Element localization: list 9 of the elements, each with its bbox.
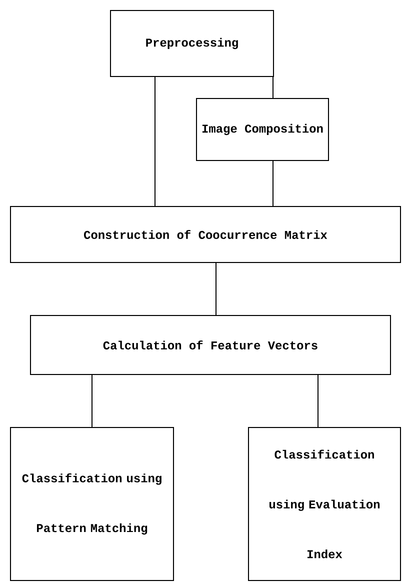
- process-box: Preprocessing: [110, 10, 274, 77]
- process-box: Classification using Evaluation Index: [248, 427, 401, 581]
- connector-line: [272, 76, 274, 98]
- process-box: Calculation of Feature Vectors: [30, 315, 391, 375]
- process-box: Image Composition: [196, 98, 329, 161]
- process-box: Classification using Pattern Matching: [10, 427, 174, 581]
- process-box: Construction of Coocurrence Matrix: [10, 206, 401, 263]
- connector-line: [272, 160, 274, 206]
- connector-line: [154, 76, 156, 206]
